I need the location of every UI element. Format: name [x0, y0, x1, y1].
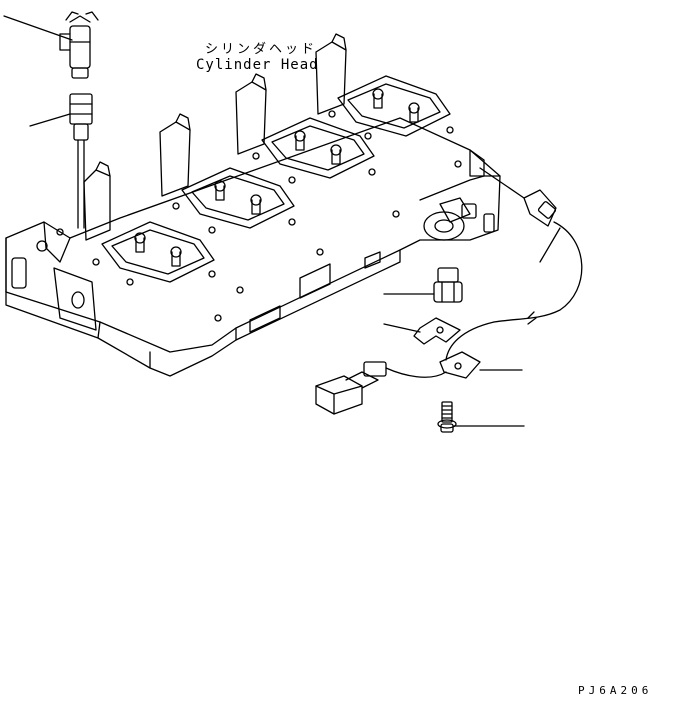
leader-line-sensor-top [4, 16, 72, 40]
part-bolt [438, 402, 456, 432]
leader-line-adapter [30, 114, 70, 126]
leader-line-temperature-sensor [540, 228, 560, 262]
part-adapter [70, 94, 92, 228]
diagram-title-english: Cylinder Head [196, 57, 319, 73]
part-sensor-top [60, 12, 98, 78]
diagram-title-japanese: シリンダヘッド [205, 42, 318, 57]
part-wire-harness [316, 322, 494, 414]
part-bracket [414, 318, 460, 344]
leader-line-bracket [384, 324, 420, 332]
drawing-code: PJ6A206 [578, 684, 653, 697]
part-temperature-sensor [480, 168, 582, 324]
cylinder-head [6, 34, 500, 376]
part-plug [434, 268, 462, 302]
